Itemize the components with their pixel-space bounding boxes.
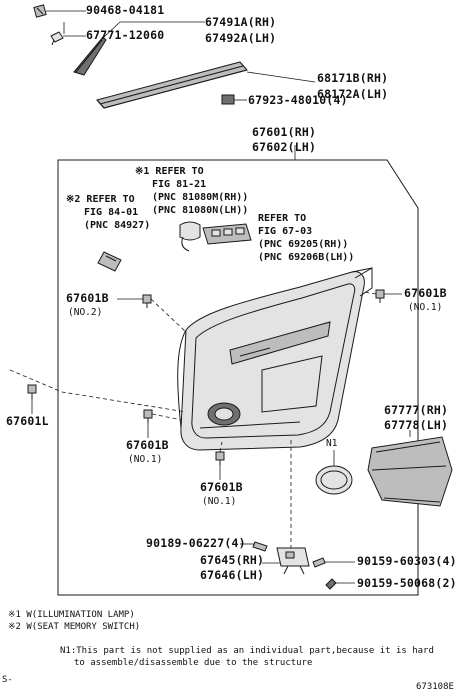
reference-note-2: ※2 REFER TO — [66, 194, 135, 205]
door-handle-bracket-icon — [276, 547, 310, 575]
footnote-illumination-lamp: ※1 W(ILLUMINATION LAMP) — [8, 610, 135, 620]
triangle-garnish-icon — [73, 36, 107, 76]
footnote-seat-memory-switch: ※2 W(SEAT MEMORY SWITCH) — [8, 622, 141, 632]
clip-67771-icon — [50, 31, 64, 46]
screw-90189-icon — [252, 541, 268, 552]
illumination-lamp-icon — [179, 221, 201, 252]
part-number-67601b-bottom: 67601B — [200, 480, 243, 494]
part-number-67778: 67778(LH) — [384, 418, 449, 432]
leader-line — [246, 71, 316, 83]
reference-note-3: REFER TO — [258, 213, 307, 224]
screw-90159b-icon — [325, 578, 337, 590]
dashed-line — [363, 291, 377, 295]
reference-note-1: ※1 REFER TO — [135, 166, 204, 177]
reference-pnc-69206b: (PNC 69206B(LH)) — [258, 252, 355, 263]
footnote-n1-line2: to assemble/disassemble due to the struc… — [74, 658, 313, 668]
part-number-67601b-right: 67601B — [404, 286, 447, 300]
clip-67601b-bottom-icon — [215, 451, 225, 465]
clip-67923-icon — [221, 94, 235, 105]
part-number-67601: 67601(RH) — [252, 125, 317, 139]
reference-fig-84-01: FIG 84-01 — [84, 207, 139, 218]
door-trim-panel-icon — [177, 267, 373, 451]
part-number-68171b: 68171B(RH) — [317, 71, 389, 85]
part-number-90159-60303: 90159-60303(4) — [357, 554, 457, 568]
leader-line — [103, 21, 121, 38]
reference-fig-81-21: FIG 81-21 — [152, 179, 207, 190]
part-number-68172a: 68172A(LH) — [317, 87, 389, 101]
part-number-67771: 67771-12060 — [86, 28, 165, 42]
reference-pnc-84927: (PNC 84927) — [84, 220, 151, 231]
corner-marker: S- — [2, 675, 13, 685]
position-no1-right: (NO.1) — [408, 302, 443, 313]
part-number-67602: 67602(LH) — [252, 140, 317, 154]
part-number-67491a: 67491A(RH) — [205, 15, 277, 29]
footnote-n1-line1: N1:This part is not supplied as an indiv… — [60, 646, 434, 656]
part-number-67645: 67645(RH) — [200, 553, 265, 567]
reference-pnc-81080m: (PNC 81080M(RH)) — [152, 192, 249, 203]
power-window-switch-icon — [202, 223, 252, 245]
clip-67601b-left-icon — [142, 294, 152, 308]
reference-pnc-81080n: (PNC 81080N(LH)) — [152, 205, 249, 216]
armrest-pad-icon — [367, 436, 453, 507]
part-number-90468: 90468-04181 — [86, 3, 165, 17]
dashed-line — [9, 369, 187, 413]
part-number-67492a: 67492A(LH) — [205, 31, 277, 45]
position-no1-mid: (NO.1) — [128, 454, 163, 465]
reference-fig-67-03: FIG 67-03 — [258, 226, 313, 237]
part-number-67777: 67777(RH) — [384, 403, 449, 417]
clip-67601l-icon — [27, 384, 37, 399]
dashed-line — [150, 298, 187, 333]
position-no2: (NO.2) — [68, 307, 103, 318]
seat-memory-switch-icon — [97, 251, 122, 272]
part-number-67923: 67923-48010(4) — [248, 93, 348, 107]
clip-67601b-mid-icon — [143, 409, 153, 423]
dashed-line — [219, 441, 223, 453]
figure-id: 673108E — [416, 682, 454, 692]
part-number-67601b-left: 67601B — [66, 291, 109, 305]
part-number-67646: 67646(LH) — [200, 568, 265, 582]
clip-90468-icon — [33, 4, 47, 18]
part-number-90189: 90189-06227(4) — [146, 536, 246, 550]
reference-pnc-69205: (PNC 69205(RH)) — [258, 239, 349, 250]
clip-67601b-right-icon — [375, 289, 385, 303]
part-number-67601l: 67601L — [6, 414, 49, 428]
note-marker-n1: N1 — [326, 438, 338, 449]
speaker-cover-icon — [315, 465, 353, 495]
panel-frame — [57, 159, 419, 596]
belt-moulding-icon — [96, 61, 248, 109]
dashed-line — [151, 413, 183, 421]
part-number-90159-50068: 90159-50068(2) — [357, 576, 457, 590]
position-no1-bottom: (NO.1) — [202, 496, 237, 507]
part-number-67601b-mid: 67601B — [126, 438, 169, 452]
screw-90159a-icon — [312, 557, 326, 568]
